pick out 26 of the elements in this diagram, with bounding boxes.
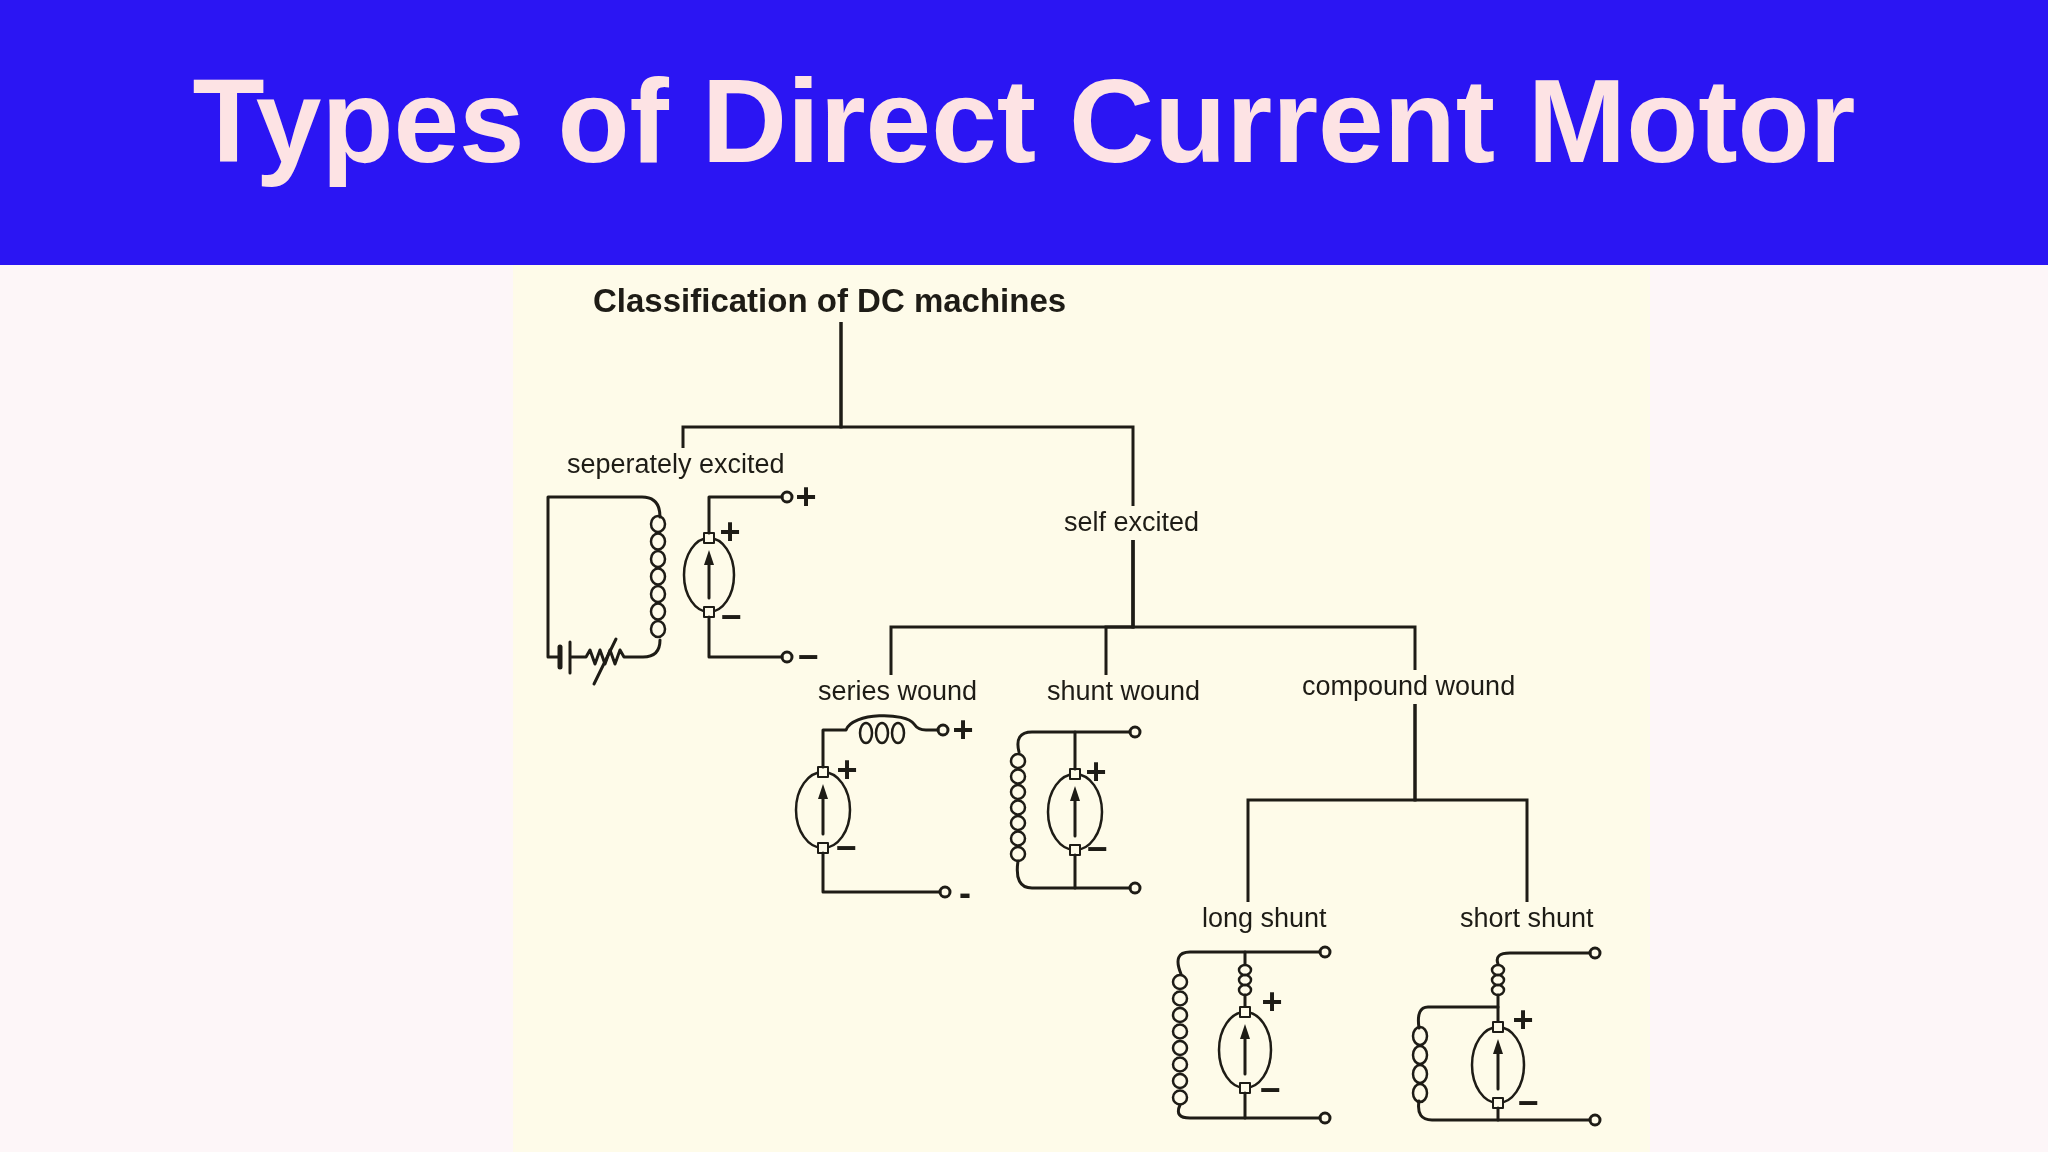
polarity-sign: − <box>1086 838 1108 860</box>
polarity-sign: − <box>797 646 819 668</box>
tree-connector <box>1131 540 1417 670</box>
category-label: series wound <box>818 676 978 708</box>
polarity-sign: − <box>1259 1079 1281 1101</box>
polarity-sign: − <box>835 837 857 859</box>
polarity-sign: + <box>1085 761 1107 783</box>
polarity-sign: − <box>720 606 742 628</box>
polarity-sign: + <box>719 521 741 543</box>
polarity-sign: - <box>959 882 971 904</box>
category-label: long shunt <box>1202 903 1327 935</box>
polarity-sign: − <box>1517 1092 1539 1114</box>
category-heading: Classification of DC machines <box>593 282 1067 320</box>
category-label: short shunt <box>1460 903 1594 935</box>
category-label: seperately excited <box>567 449 785 481</box>
polarity-sign: + <box>1512 1009 1534 1031</box>
polarity-sign: + <box>836 759 858 781</box>
category-label: self excited <box>1064 507 1200 539</box>
polarity-sign: + <box>952 719 974 741</box>
category-label: shunt wound <box>1047 676 1201 708</box>
tree-connector <box>839 321 1135 506</box>
polarity-sign: + <box>795 486 817 508</box>
polarity-sign: + <box>1261 991 1283 1013</box>
tree-connector <box>1413 704 1529 902</box>
page-title: Types of Direct Current Motor <box>192 54 1856 189</box>
category-label: compound wound <box>1302 671 1516 703</box>
